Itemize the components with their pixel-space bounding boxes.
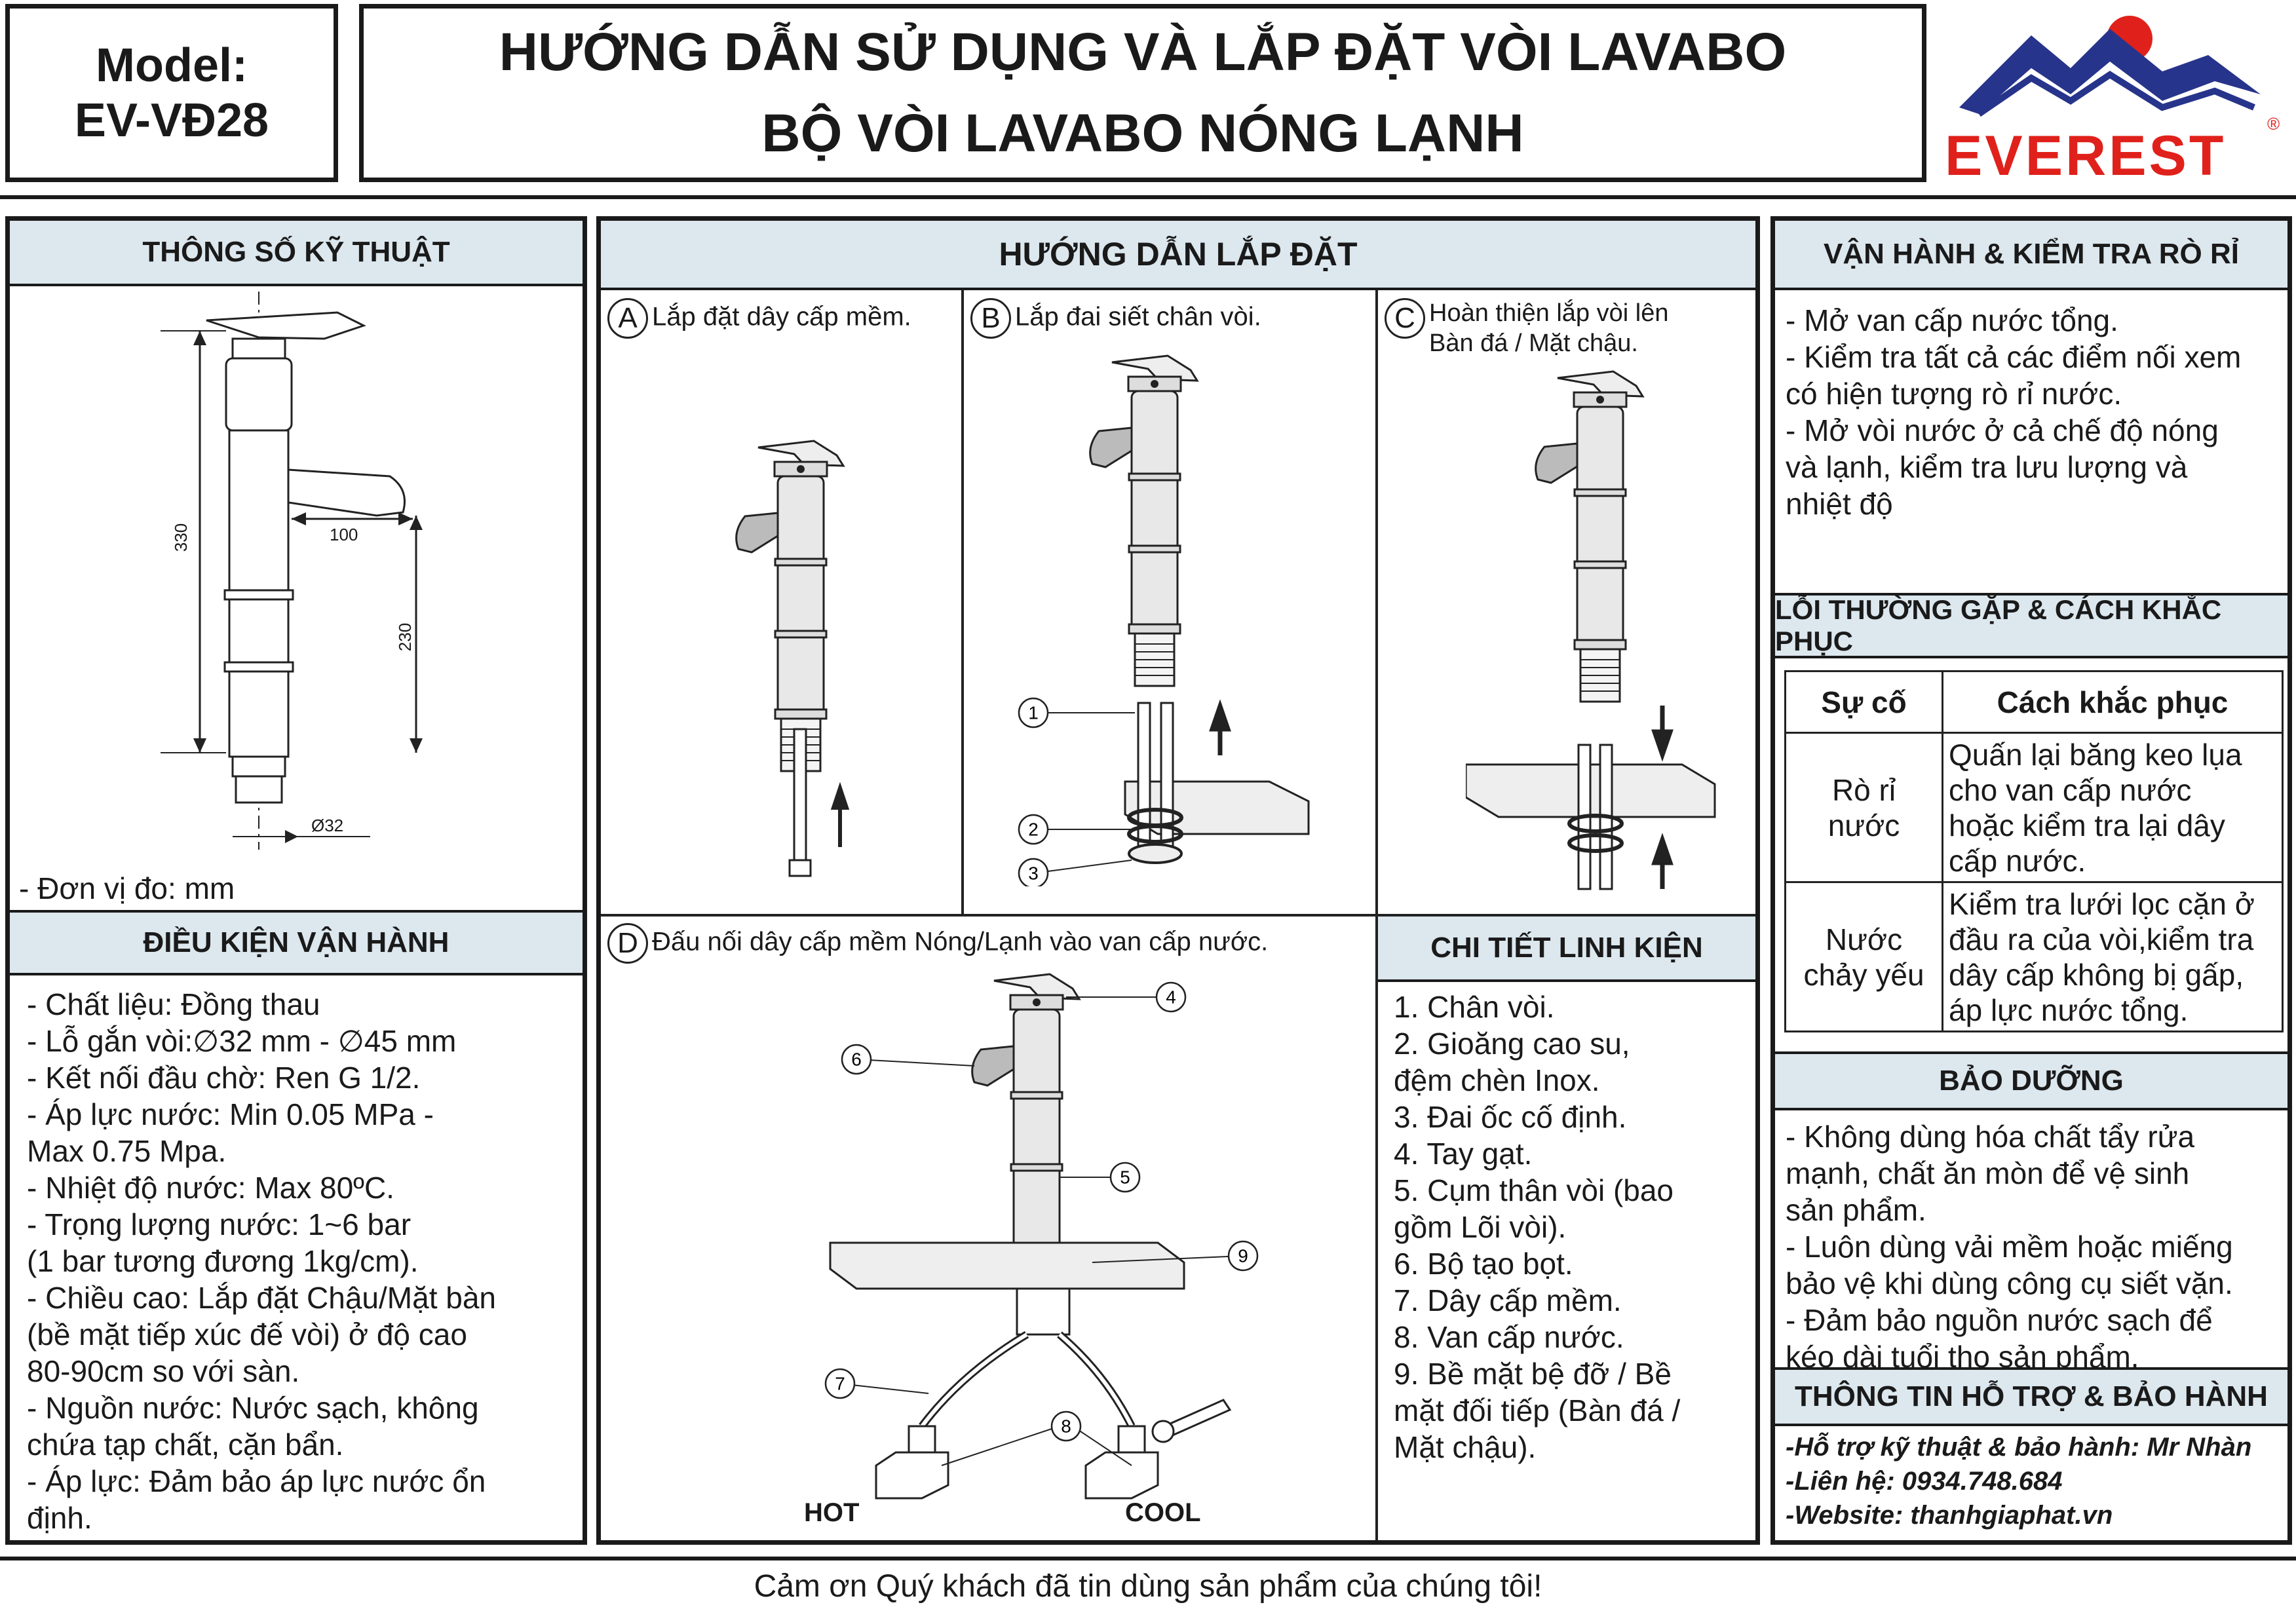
page-title: HƯỚNG DẪN SỬ DỤNG VÀ LẮP ĐẶT VÒI LAVABO	[499, 22, 1787, 82]
faucet-a-drawing	[732, 349, 850, 877]
page-subtitle: BỘ VÒI LAVABO NÓNG LẠNH	[761, 104, 1524, 163]
callout-2-b: 2	[1028, 820, 1039, 840]
callout-5: 5	[1120, 1167, 1130, 1188]
parts-title: CHI TIẾT LINH KIỆN	[1378, 917, 1755, 982]
step-c-letter: C	[1385, 298, 1425, 339]
brand-name: EVEREST	[1945, 124, 2227, 187]
callout-4: 4	[1166, 987, 1176, 1008]
hot-label: HOT	[804, 1498, 860, 1527]
operation-text: - Mở van cấp nước tổng. - Kiểm tra tất c…	[1786, 303, 2242, 521]
dim-diameter: Ø32	[311, 816, 344, 835]
callout-1-b: 1	[1028, 703, 1039, 723]
right-panel: VẬN HÀNH & KIỂM TRA RÒ RỈ - Mở van cấp n…	[1770, 216, 2292, 1545]
divider-row	[601, 914, 1755, 917]
model-box: Model: EV-VĐ28	[5, 4, 338, 182]
specs-title: THÔNG SỐ KỸ THUẬT	[10, 221, 583, 286]
left-panel: THÔNG SỐ KỸ THUẬT 330 230	[5, 216, 587, 1545]
step-a-text: Lắp đặt dây cấp mềm.	[652, 302, 911, 331]
step-d-letter: D	[607, 923, 648, 964]
conditions-text: - Chất liệu: Đồng thau - Lỗ gắn vòi:∅32 …	[27, 987, 497, 1535]
divider-bc	[1375, 290, 1378, 914]
faults-col-fix: Cách khắc phục	[1942, 670, 2284, 734]
dim-height: 330	[171, 523, 191, 552]
fault-fix: Kiểm tra lưới lọc cặn ở đầu ra của vòi,k…	[1942, 881, 2284, 1032]
faucet-c-drawing	[1466, 370, 1716, 890]
step-b-text: Lắp đai siết chân vòi.	[1015, 302, 1261, 331]
fault-issue: Rò rỉ nước	[1784, 732, 1943, 883]
maintenance-text: - Không dùng hóa chất tẩy rửa mạnh, chất…	[1786, 1120, 2233, 1374]
faults-header-row: Sự cố Cách khắc phục	[1784, 670, 2284, 734]
callout-3-b: 3	[1028, 863, 1039, 884]
maintenance-title: BẢO DƯỠNG	[1775, 1051, 2287, 1110]
step-b-letter: B	[970, 298, 1011, 339]
footer-thanks: Cảm ơn Quý khách đã tin dùng sản phẩm củ…	[754, 1569, 1542, 1604]
parts-text: 1. Chân vòi. 2. Gioăng cao su, đệm chèn …	[1394, 990, 1681, 1464]
operation-title: VẬN HÀNH & KIỂM TRA RÒ RỈ	[1775, 221, 2287, 290]
step-c-text: Hoàn thiện lắp vòi lên Bàn đá / Mặt chậu…	[1429, 299, 1669, 357]
faults-table: Sự cố Cách khắc phục Rò rỉ nước Quấn lại…	[1784, 670, 2284, 1032]
dim-reach: 100	[330, 525, 358, 544]
fault-fix: Quấn lại băng keo lụa cho van cấp nước h…	[1942, 732, 2284, 883]
support-title: THÔNG TIN HỖ TRỢ & BẢO HÀNH	[1775, 1367, 2287, 1426]
dim-spout-height: 230	[395, 622, 415, 652]
install-title: HƯỚNG DẪN LẮP ĐẶT	[601, 221, 1755, 290]
table-row: Rò rỉ nước Quấn lại băng keo lụa cho van…	[1784, 732, 2284, 883]
callout-9: 9	[1238, 1246, 1248, 1266]
spec-drawing: 330 230 100 Ø32	[10, 286, 583, 902]
divider-ab	[961, 290, 964, 914]
callout-6: 6	[851, 1049, 862, 1070]
header-rule	[0, 195, 2296, 199]
step-d-text: Đấu nối dây cấp mềm Nóng/Lạnh vào van cấ…	[652, 927, 1269, 956]
callout-8: 8	[1061, 1416, 1071, 1437]
model-code: EV-VĐ28	[74, 94, 269, 147]
title-box: HƯỚNG DẪN SỬ DỤNG VÀ LẮP ĐẶT VÒI LAVABO …	[359, 4, 1926, 182]
faucet-d-drawing: 4 5 6 7 8 9	[824, 973, 1259, 1500]
brand-mark: ®	[2267, 114, 2280, 134]
faucet-b-drawing: 1 2 3	[1018, 354, 1310, 886]
unit-note: - Đơn vị đo: mm	[19, 871, 235, 905]
support-contact: -Hỗ trợ kỹ thuật & bảo hành: Mr Nhàn	[1786, 1433, 2252, 1462]
faults-title: LỖI THƯỜNG GẶP & CÁCH KHẮC PHỤC	[1775, 593, 2287, 658]
fault-issue: Nước chảy yếu	[1784, 881, 1943, 1032]
mountain-logo-icon	[1959, 16, 2261, 117]
footer-rule	[0, 1557, 2296, 1560]
cool-label: COOL	[1125, 1498, 1201, 1527]
conditions-title: ĐIỀU KIỆN VẬN HÀNH	[10, 910, 583, 975]
model-label: Model:	[96, 39, 248, 92]
callout-7: 7	[835, 1374, 845, 1394]
step-a-letter: A	[607, 298, 648, 339]
support-info: -Hỗ trợ kỹ thuật & bảo hành: Mr Nhàn -Li…	[1786, 1430, 2251, 1532]
faults-col-issue: Sự cố	[1784, 670, 1943, 734]
everest-logo: EVEREST ®	[1940, 9, 2287, 187]
support-website[interactable]: -Website: thanhgiaphat.vn	[1786, 1501, 2113, 1530]
support-phone[interactable]: -Liên hệ: 0934.748.684	[1786, 1467, 2063, 1496]
divider-dparts	[1375, 914, 1378, 1540]
table-row: Nước chảy yếu Kiểm tra lưới lọc cặn ở đầ…	[1784, 881, 2284, 1032]
